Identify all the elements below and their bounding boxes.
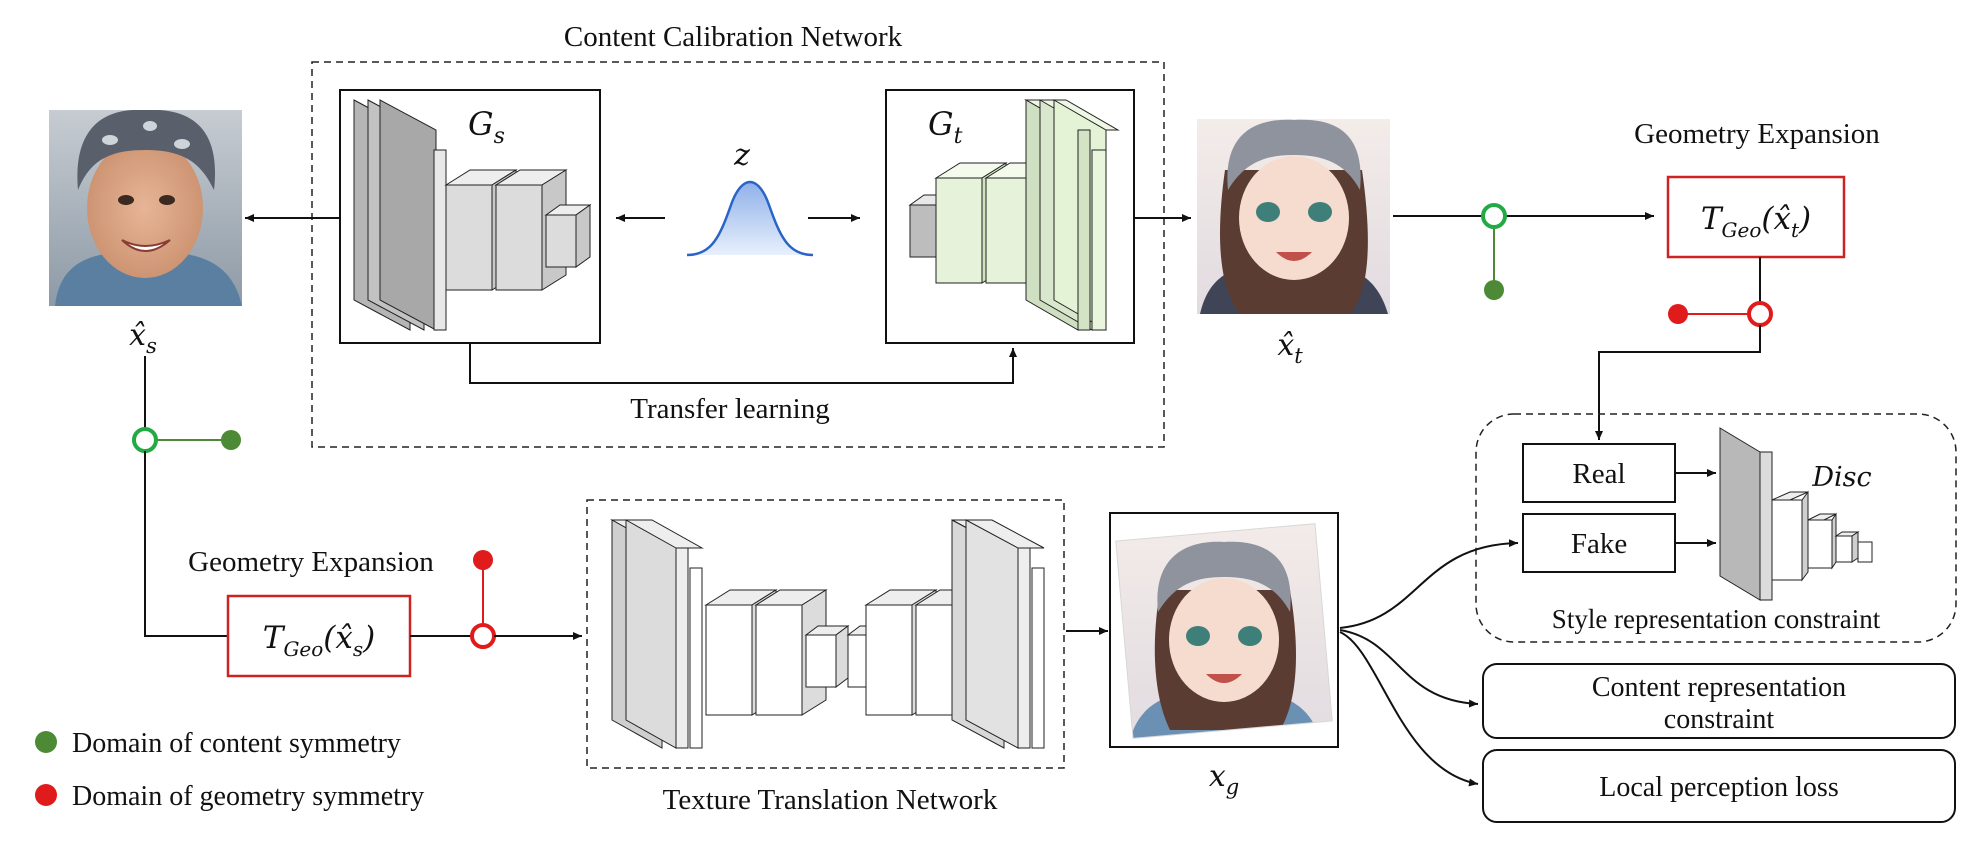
geometry-symmetry-dot-bottom — [473, 550, 493, 570]
gaussian-curve-icon — [687, 182, 813, 255]
gt-label: Gt — [928, 105, 963, 149]
geometry-symmetry-node-bottom — [470, 623, 496, 649]
content-representation-constraint: Content representation constraint — [1482, 663, 1956, 739]
legend-geometry-dot — [35, 784, 57, 806]
transfer-learning: Transfer learning — [469, 343, 1017, 425]
gs-label: Gs — [468, 105, 505, 149]
local-perception-loss: Local perception loss — [1482, 749, 1956, 823]
face-photo-icon — [49, 110, 242, 306]
content-calibration-network: Content Calibration Network Gs — [311, 21, 1165, 448]
source-image-xs: x̂s — [49, 110, 242, 358]
discriminator — [1719, 427, 1873, 601]
disc-label: Disc — [1811, 462, 1871, 493]
legend: Domain of content symmetry Domain of geo… — [35, 728, 424, 812]
local-loss-label: Local perception loss — [1599, 772, 1838, 803]
target-image-xt: x̂t — [1197, 119, 1390, 368]
content-symmetry-node — [1481, 203, 1507, 229]
ttn-title: Texture Translation Network — [663, 784, 998, 816]
xt-label: x̂t — [1277, 328, 1303, 368]
geo-bottom-formula: TGeo(x̂s) — [263, 620, 376, 661]
style-constraint-label: Style representation constraint — [1552, 604, 1881, 634]
geo-bottom-title: Geometry Expansion — [188, 546, 434, 578]
ccn-title: Content Calibration Network — [564, 21, 903, 53]
geometry-expansion-top: Geometry Expansion TGeo(x̂t) — [1393, 118, 1880, 440]
generated-image-xg: xg — [1109, 512, 1339, 799]
content-symmetry-node-bottom — [132, 427, 158, 453]
geo-top-title: Geometry Expansion — [1634, 118, 1880, 150]
gt-generator: Gt — [885, 89, 1135, 344]
gs-generator: Gs — [339, 89, 601, 344]
anime-face-icon — [1115, 523, 1333, 739]
content-symmetry-dot-bottom — [221, 430, 241, 450]
texture-translation-network: Texture Translation Network — [586, 499, 1065, 816]
xg-label: xg — [1209, 759, 1239, 799]
content-symmetry-dot — [1484, 280, 1504, 300]
geometry-symmetry-dot — [1668, 304, 1688, 324]
legend-content-label: Domain of content symmetry — [72, 728, 401, 759]
content-constraint-line1: Content representation — [1592, 672, 1846, 703]
content-constraint-line2: constraint — [1664, 704, 1775, 735]
fake-label: Fake — [1571, 528, 1627, 560]
legend-content-dot — [35, 731, 57, 753]
legend-geometry-label: Domain of geometry symmetry — [72, 781, 424, 812]
geometry-symmetry-node — [1747, 301, 1773, 327]
real-label: Real — [1572, 458, 1625, 490]
transfer-label: Transfer learning — [630, 393, 829, 425]
anime-face-icon — [1197, 119, 1390, 314]
latent-z: z — [616, 138, 860, 257]
style-representation-constraint: Real Fake Disc Style representation cons… — [1475, 413, 1957, 643]
xs-label: x̂s — [129, 318, 157, 358]
geometry-expansion-bottom: Geometry Expansion TGeo(x̂s) — [132, 356, 582, 678]
xg-output-arrows — [1339, 539, 1519, 787]
geo-top-formula: TGeo(x̂t) — [1701, 201, 1811, 242]
z-label: z — [733, 138, 750, 173]
